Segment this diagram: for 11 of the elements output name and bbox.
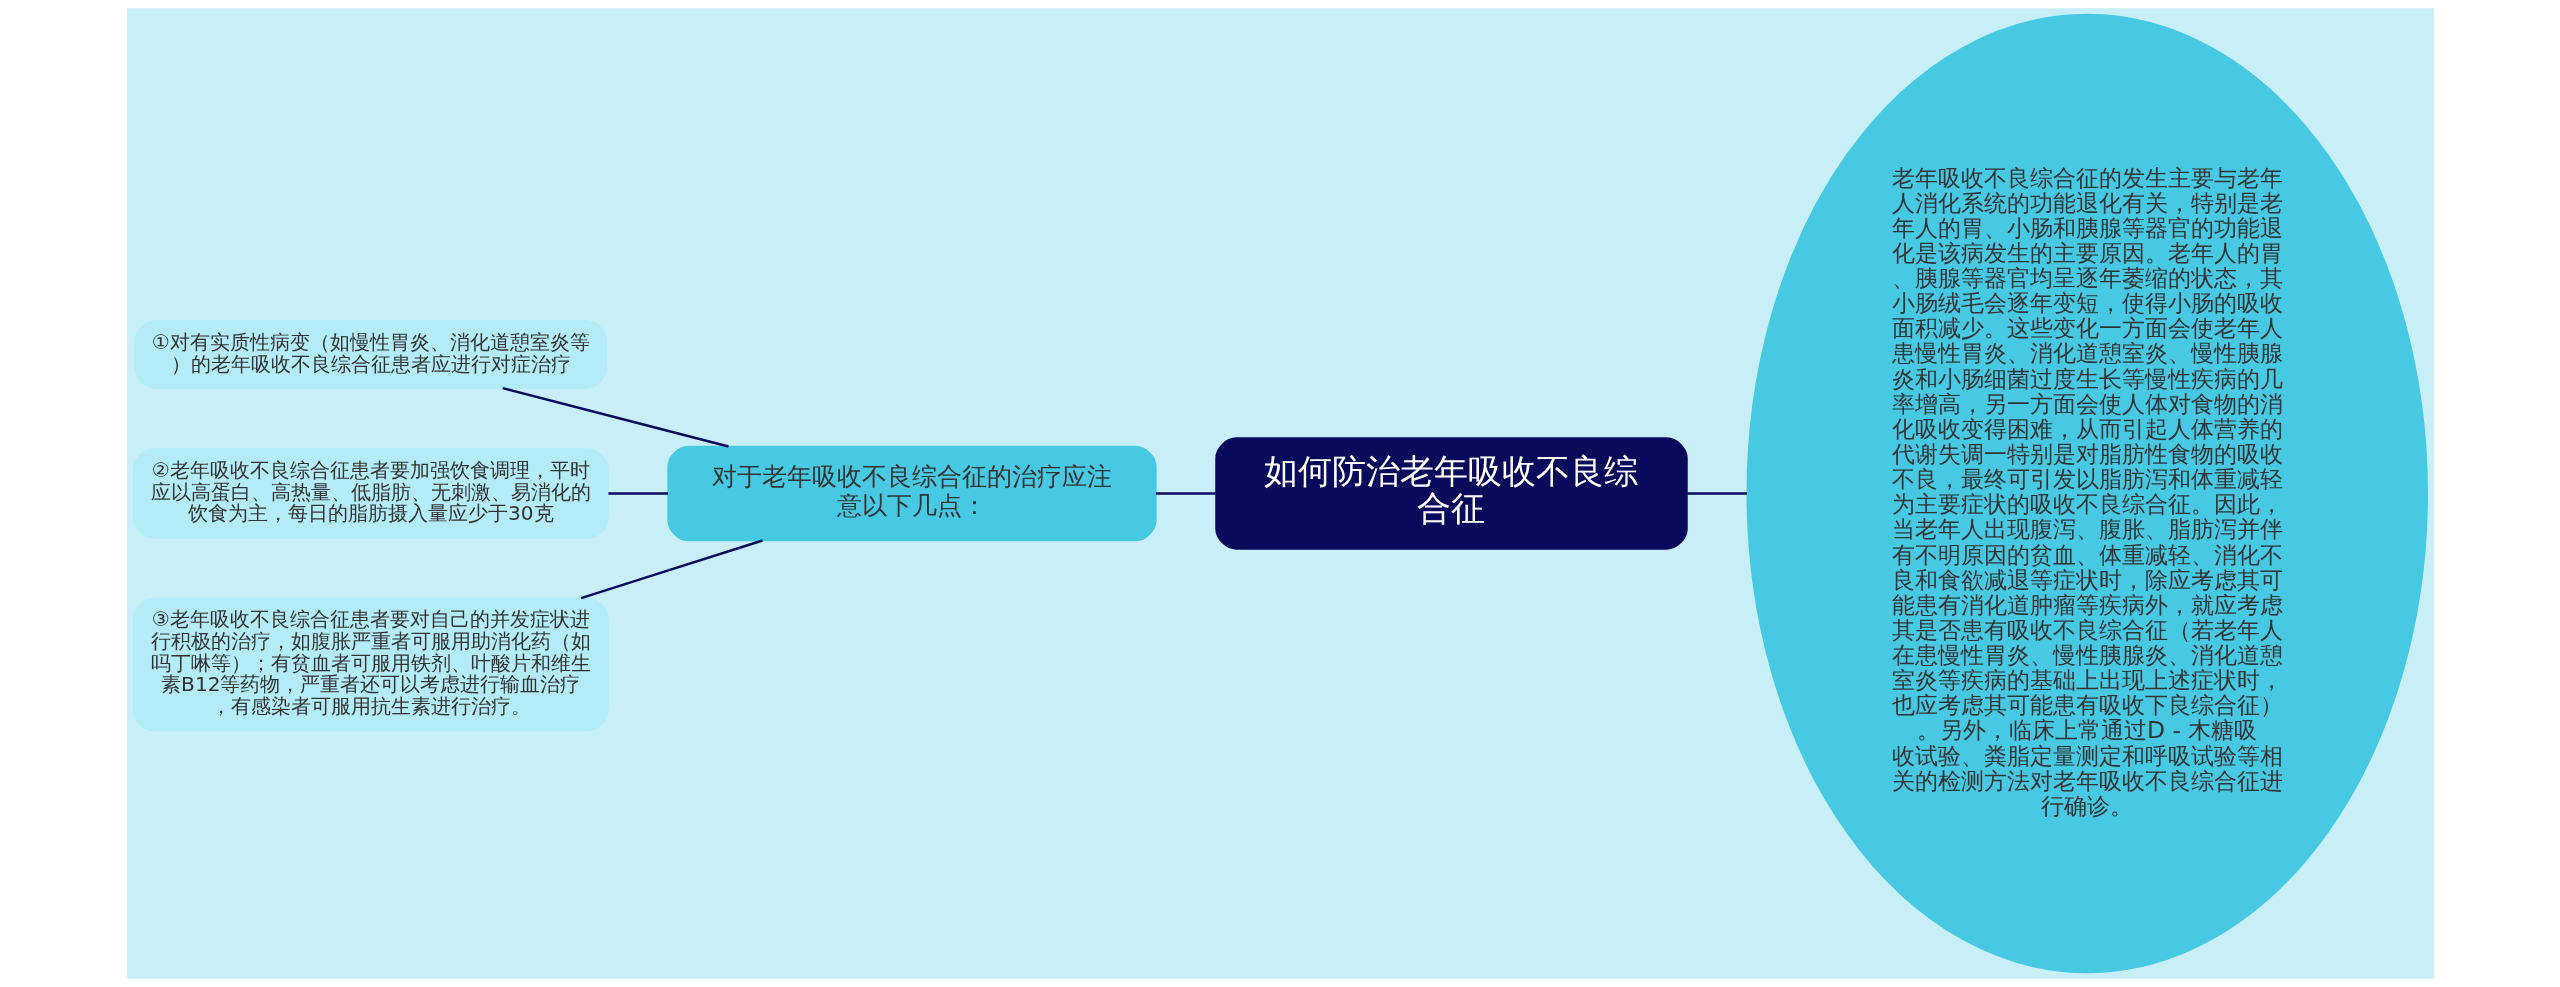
node-box: ③老年吸收不良综合征患者要对自己的并发症状进行积极的治疗，如腹胀严重者可服用助消化药（如吗丁啉等）；有贫血者可服用铁剂、叶酸片和维生素B12等药物，严重者还可以考虑进行输血治疗，有感染者可服用抗生素进行治疗。 [132,597,609,732]
connector [607,492,668,495]
node-box: ①对有实质性病变（如慢性胃炎、消化道憩室炎等）的老年吸收不良综合征患者应进行对症治疗 [134,320,607,389]
connector [501,386,729,448]
connector [1155,492,1216,495]
node-box: 对于老年吸收不良综合征的治疗应注意以下几点： [666,445,1157,542]
node-box: 如何防治老年吸收不良综合征 [1214,437,1688,550]
node-box: ②老年吸收不良综合征患者要加强饮食调理，平时应以高蛋白、高热量、低脂肪、无刺激、易消化的饮食为主，每日的脂肪摄入量应少于30克 [132,448,609,539]
connector [580,539,763,600]
node-ellipse: 老年吸收不良综合征的发生主要与老年人消化系统的功能退化有关，特别是老年人的胃、小肠和胰腺等器官的功能退化是该病发生的主要原因。老年人的胃、胰腺等器官均呈逐年萎缩的状态，其小肠绒毛会逐年变短，使得小肠的吸收面积减少。这些变化一方面会使老年人患慢性胃炎、消化道憩室炎、慢性胰腺炎和小肠细菌过度生长等慢性疾病的几率增高，另一方面会使人体对食物的消化吸收变得困难，从而引起人体营养的代谢失调一特别是对脂肪性食物的吸收不良，最终可引发以脂肪泻和体重减轻为主要症状的吸收不良综合征。因此，当老年人出现腹泻、腹胀、脂肪泻并伴有不明原因的贫血、体重减轻、消化不良和食欲减退等症状时，除应考虑其可能患有消化道肿瘤等疾病外，就应考虑其是否患有吸收不良综合征（若老年人在患慢性胃炎、慢性胰腺炎、消化道憩室炎等疾病的基础上出现上述症状时，也应考虑其可能患有吸收下良综合征）。另外，临床上常通过D - 木糖吸收试验、粪脂定量测定和呼吸试验等相关的检测方法对老年吸收不良综合征进行确诊。 [1746,13,2428,974]
connector [1686,492,1747,495]
